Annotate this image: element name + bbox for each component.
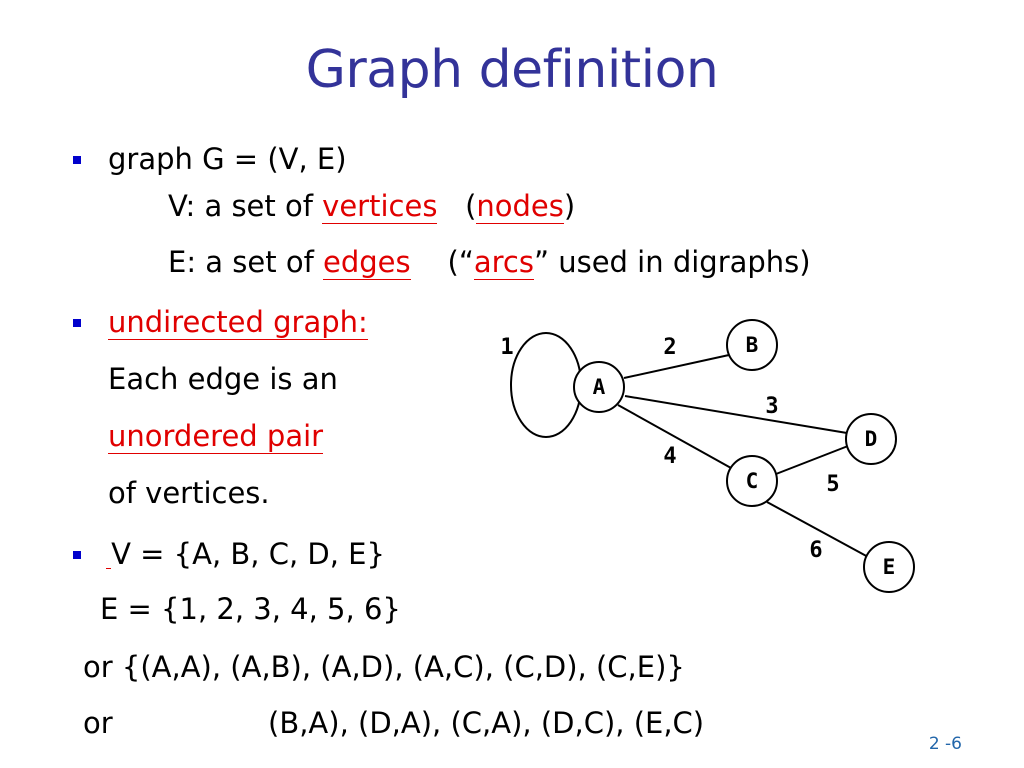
undirected-line-3: of vertices. bbox=[108, 476, 270, 510]
edge-label-4: 4 bbox=[663, 444, 676, 469]
edge-label-6: 6 bbox=[809, 538, 822, 563]
edges-prefix: E: a set of bbox=[168, 245, 324, 279]
vertex-A-label: A bbox=[593, 375, 606, 399]
vertex-set: V = {A, B, C, D, E} bbox=[111, 537, 385, 571]
vertex-E bbox=[863, 541, 915, 593]
unordered-pair-term: unordered pair bbox=[108, 419, 324, 454]
undirected-line-2: unordered pair bbox=[108, 418, 324, 454]
edge-pairs-ordered: or {(A,A), (A,B), (A,D), (A,C), (C,D), (… bbox=[83, 650, 685, 684]
edge-4-A-C bbox=[617, 404, 732, 469]
edge-label-5: 5 bbox=[826, 472, 839, 497]
arcs-close: ” used in digraphs) bbox=[533, 245, 811, 279]
vertex-D-label: D bbox=[865, 427, 878, 451]
edges-term: edges bbox=[323, 245, 411, 280]
bullet-marker-1 bbox=[73, 156, 81, 164]
undirected-graph-term: undirected graph: bbox=[108, 305, 368, 340]
graph-def-text: graph G = (V, E) bbox=[108, 142, 347, 176]
vertex-set-line: V = {A, B, C, D, E} bbox=[106, 536, 385, 577]
bullet-marker-2 bbox=[73, 319, 81, 327]
edge-pairs-reversed: (B,A), (D,A), (C,A), (D,C), (E,C) bbox=[268, 706, 705, 740]
vertices-term: vertices bbox=[322, 189, 438, 224]
edges-line: E: a set of edges (“arcs” used in digrap… bbox=[168, 244, 811, 280]
vertices-prefix: V: a set of bbox=[168, 189, 323, 223]
edge-3-A-D bbox=[624, 395, 848, 434]
edge-pairs-word: or bbox=[83, 706, 113, 740]
edge-label-3: 3 bbox=[765, 394, 778, 419]
edge-set: E = {1, 2, 3, 4, 5, 6} bbox=[100, 592, 401, 626]
vertices-line: V: a set of vertices (nodes) bbox=[168, 188, 575, 224]
vertex-C-label: C bbox=[746, 469, 759, 493]
vertex-A bbox=[573, 361, 625, 413]
undirected-heading: undirected graph: bbox=[108, 304, 368, 340]
arcs-term: arcs bbox=[473, 245, 534, 280]
vertex-E-label: E bbox=[883, 555, 896, 579]
page-number: 2 -6 bbox=[928, 734, 962, 754]
vertex-D bbox=[845, 413, 897, 465]
nodes-term: nodes bbox=[476, 189, 564, 224]
nodes-open: ( bbox=[465, 189, 477, 223]
vertex-B bbox=[726, 319, 778, 371]
edge-6-C-E bbox=[766, 501, 871, 559]
edge-label-2: 2 bbox=[663, 335, 676, 360]
vertex-C bbox=[726, 455, 778, 507]
bullet-marker-3 bbox=[73, 551, 81, 559]
slide-title: Graph definition bbox=[305, 40, 719, 100]
undirected-line-1: Each edge is an bbox=[108, 362, 338, 396]
edge-1-self-loop bbox=[510, 332, 582, 438]
arcs-open: (“ bbox=[447, 245, 474, 279]
edge-2-A-B bbox=[623, 354, 730, 379]
vertex-B-label: B bbox=[746, 333, 759, 357]
nodes-close: ) bbox=[563, 189, 576, 223]
edge-5-C-D bbox=[775, 445, 849, 475]
edge-label-1: 1 bbox=[500, 335, 513, 360]
